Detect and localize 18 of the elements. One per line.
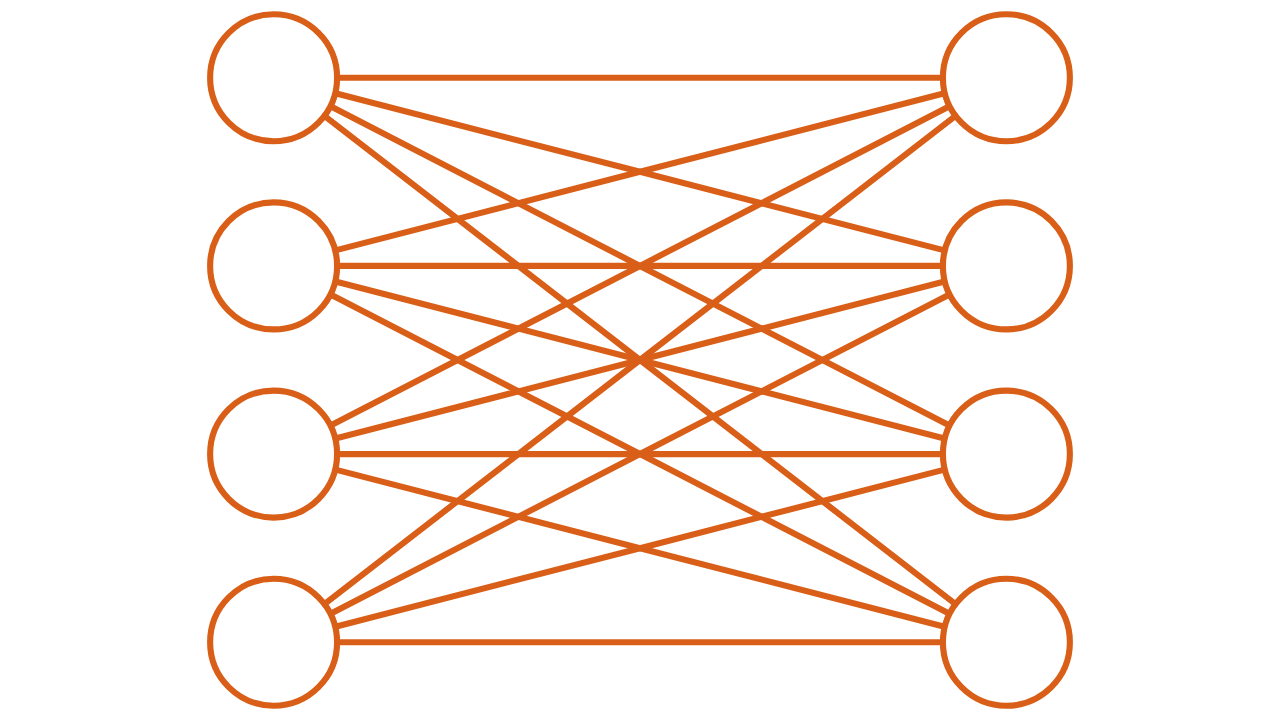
connector <box>334 278 946 442</box>
node-circle <box>939 387 1073 521</box>
node-circle <box>207 199 341 333</box>
connector <box>322 113 958 607</box>
connector <box>337 262 943 269</box>
connector <box>334 466 946 630</box>
connector <box>337 639 943 646</box>
node-circle <box>939 199 1073 333</box>
connector <box>337 451 943 458</box>
node-circle <box>207 11 341 145</box>
connector <box>329 103 951 429</box>
node-circle <box>939 11 1073 145</box>
node-circle <box>207 387 341 521</box>
node-circle <box>939 575 1073 709</box>
connector <box>334 90 946 254</box>
connector <box>329 291 951 617</box>
node-circle <box>207 575 341 709</box>
connector <box>337 74 943 81</box>
